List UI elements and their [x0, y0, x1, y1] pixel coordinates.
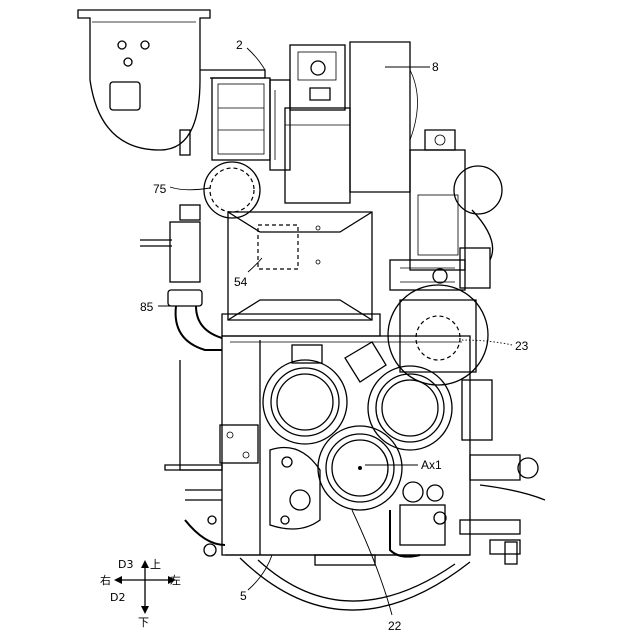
right-arrowhead: [114, 576, 122, 584]
label-75: 75: [153, 182, 167, 196]
label-5: 5: [240, 589, 247, 603]
right-frame: [460, 380, 545, 564]
up-label: 上: [150, 558, 161, 571]
exhaust-duct: [78, 10, 265, 150]
down-label: 下: [138, 616, 149, 629]
d3-label: D3: [118, 558, 133, 571]
port-fittings: [292, 342, 386, 382]
base-oil-pan: [225, 555, 470, 610]
left-lower-flange: [220, 425, 320, 529]
label-23: 23: [515, 339, 529, 353]
label-22: 22: [388, 619, 402, 633]
label-85: 85: [140, 300, 154, 314]
component-54-block: [222, 212, 380, 336]
label-ax1: Ax1: [421, 458, 442, 472]
port-upper-left: [263, 360, 347, 444]
up-arrowhead: [141, 560, 149, 568]
lower-housing: [222, 336, 470, 555]
down-arrowhead: [141, 606, 149, 614]
right-label: 右: [100, 573, 111, 587]
leader-lines: [158, 48, 512, 615]
part-75-outline: [210, 168, 254, 212]
component-8-housing: [350, 42, 502, 270]
right-fittings: [390, 210, 493, 290]
part-75-flange: [204, 162, 260, 218]
upper-assembly: [212, 45, 350, 203]
label-54: 54: [234, 275, 248, 289]
port-center-ax1: [318, 426, 402, 510]
label-8: 8: [432, 60, 439, 74]
d2-label: D2: [110, 591, 125, 604]
direction-indicator: D3 上 右 左 D2 下: [100, 558, 181, 629]
port-upper-right: [368, 366, 452, 450]
label-2: 2: [236, 38, 243, 52]
left-frame: [165, 360, 225, 556]
left-label: 左: [170, 574, 181, 587]
left-piping: [140, 130, 222, 350]
lower-right-pump: [390, 482, 446, 557]
component-23-cover: [388, 285, 488, 385]
